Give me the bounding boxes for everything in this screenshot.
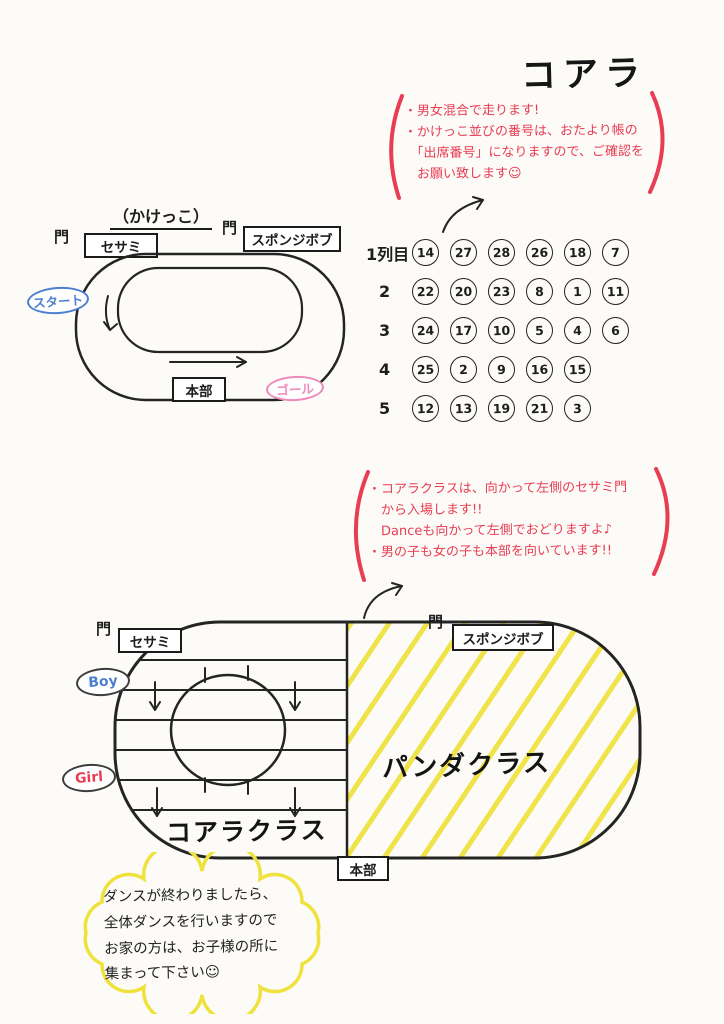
track2-down-arrows — [149, 681, 301, 817]
number-circle: 24 — [411, 316, 440, 345]
grid-row-2: 2 22 20 23 8 1 11 — [366, 272, 640, 311]
note2-right-bracket — [652, 467, 670, 576]
running-order-grid: 1列目 14 27 28 26 18 7 2 22 20 23 8 1 11 3… — [366, 233, 640, 428]
note2-line: ・男の子も女の子も本部を向いています!! — [367, 543, 613, 561]
note2-left-bracket — [353, 470, 370, 582]
koala-class-label: コアラクラス — [165, 815, 328, 848]
number-circle: 3 — [563, 394, 592, 423]
note2-pointer-arrow — [363, 582, 403, 619]
note1: ・男女混合で走ります! ・かけっこ並びの番号は、おたより帳の 「出席番号」になり… — [404, 100, 660, 184]
number-circle: 28 — [487, 238, 516, 267]
note2-line: ・コアラクラスは、向かって左側のセサミ門 — [367, 480, 628, 498]
note1-right-bracket — [648, 91, 665, 194]
track2-circle-ticks — [204, 665, 249, 795]
row-label: 1列目 — [366, 244, 410, 264]
track1-hq-box: 本部 — [172, 377, 226, 402]
number-circle: 21 — [525, 394, 554, 423]
cloud-note: ダンスが終わりましたら、 全体ダンスを行いますので お家の方は、お子様の所に 集… — [103, 882, 279, 988]
note1-line: ・かけっこ並びの番号は、おたより帳の — [403, 123, 638, 141]
number-circle: 26 — [525, 238, 554, 267]
note1-line: ・男女混合で走ります! — [403, 102, 540, 120]
track1-gate-right-label: 門 — [222, 219, 238, 237]
note2-line: Danceも向かって左側でおどりますよ♪ — [367, 522, 613, 540]
number-circle: 19 — [487, 394, 516, 423]
track2-gate-right-label: 門 — [428, 613, 444, 631]
number-circle: 2 — [449, 355, 478, 384]
cloud-line: お家の方は、お子様の所に — [104, 938, 279, 958]
number-circle: 17 — [449, 316, 478, 345]
track1-right-arrowhead — [236, 356, 247, 368]
number-circle: 25 — [411, 355, 440, 384]
note1-left-bracket — [389, 94, 404, 200]
track1-inner-oval — [116, 266, 304, 354]
number-circle: 5 — [525, 316, 554, 345]
number-circle: 18 — [563, 238, 592, 267]
number-circle: 16 — [525, 355, 554, 384]
track1-gate-left-label: 門 — [54, 228, 70, 246]
cloud-line: 集まって下さい☺ — [104, 964, 221, 983]
note2: ・コアラクラスは、向かって左側のセサミ門 から入場します!! Danceも向かっ… — [368, 478, 664, 562]
number-circle: 1 — [563, 277, 592, 306]
track1-title: （かけっこ） — [110, 203, 213, 230]
number-circle: 12 — [411, 394, 440, 423]
row-label: 4 — [379, 360, 391, 379]
number-circle: 4 — [563, 316, 592, 345]
grid-row-1: 1列目 14 27 28 26 18 7 — [366, 233, 640, 272]
number-circle: 6 — [601, 316, 630, 345]
note1-brackets — [389, 91, 665, 200]
cloud-note-shape — [83, 852, 321, 1014]
note1-line: お願い致します☺ — [403, 166, 522, 183]
cloud-line: 全体ダンスを行いますので — [103, 912, 278, 932]
track2-hq-box: 本部 — [337, 856, 389, 881]
number-circle: 13 — [449, 394, 478, 423]
number-circle: 10 — [487, 316, 516, 345]
number-circle: 7 — [601, 238, 630, 267]
track2-sesame-box: セサミ — [118, 628, 182, 653]
number-circle: 22 — [411, 277, 440, 306]
grid-row-5: 5 12 13 19 21 3 — [366, 389, 640, 428]
number-circle: 8 — [525, 277, 554, 306]
track2-spongebob-box: スポンジボブ — [452, 624, 554, 651]
track2-gate-left-label: 門 — [96, 620, 112, 638]
note1-line: 「出席番号」になりますので、ご確認を — [403, 144, 645, 162]
number-circle: 11 — [601, 277, 630, 306]
grid-row-4: 4 25 2 9 16 15 — [366, 350, 640, 389]
number-circle: 27 — [449, 238, 478, 267]
number-circle: 9 — [487, 355, 516, 384]
cloud-outline — [83, 852, 321, 1014]
track2-infield-circle — [169, 673, 287, 787]
cloud-line: ダンスが終わりましたら、 — [103, 886, 278, 906]
grid-row-3: 3 24 17 10 5 4 6 — [366, 311, 640, 350]
track1-spongebob-box: スポンジボブ — [243, 226, 341, 252]
number-circle: 23 — [487, 277, 516, 306]
row-label: 3 — [379, 321, 391, 340]
row-label: 5 — [379, 399, 391, 418]
note1-pointer-arrow — [442, 196, 484, 233]
number-circle: 15 — [563, 355, 592, 384]
row-label: 2 — [379, 282, 391, 301]
number-circle: 14 — [411, 238, 440, 267]
note2-brackets — [353, 467, 670, 582]
panda-class-label: パンダクラス — [381, 748, 552, 784]
track1-down-arrowhead — [103, 321, 118, 331]
note2-line: から入場します!! — [367, 502, 483, 519]
number-circle: 20 — [449, 277, 478, 306]
